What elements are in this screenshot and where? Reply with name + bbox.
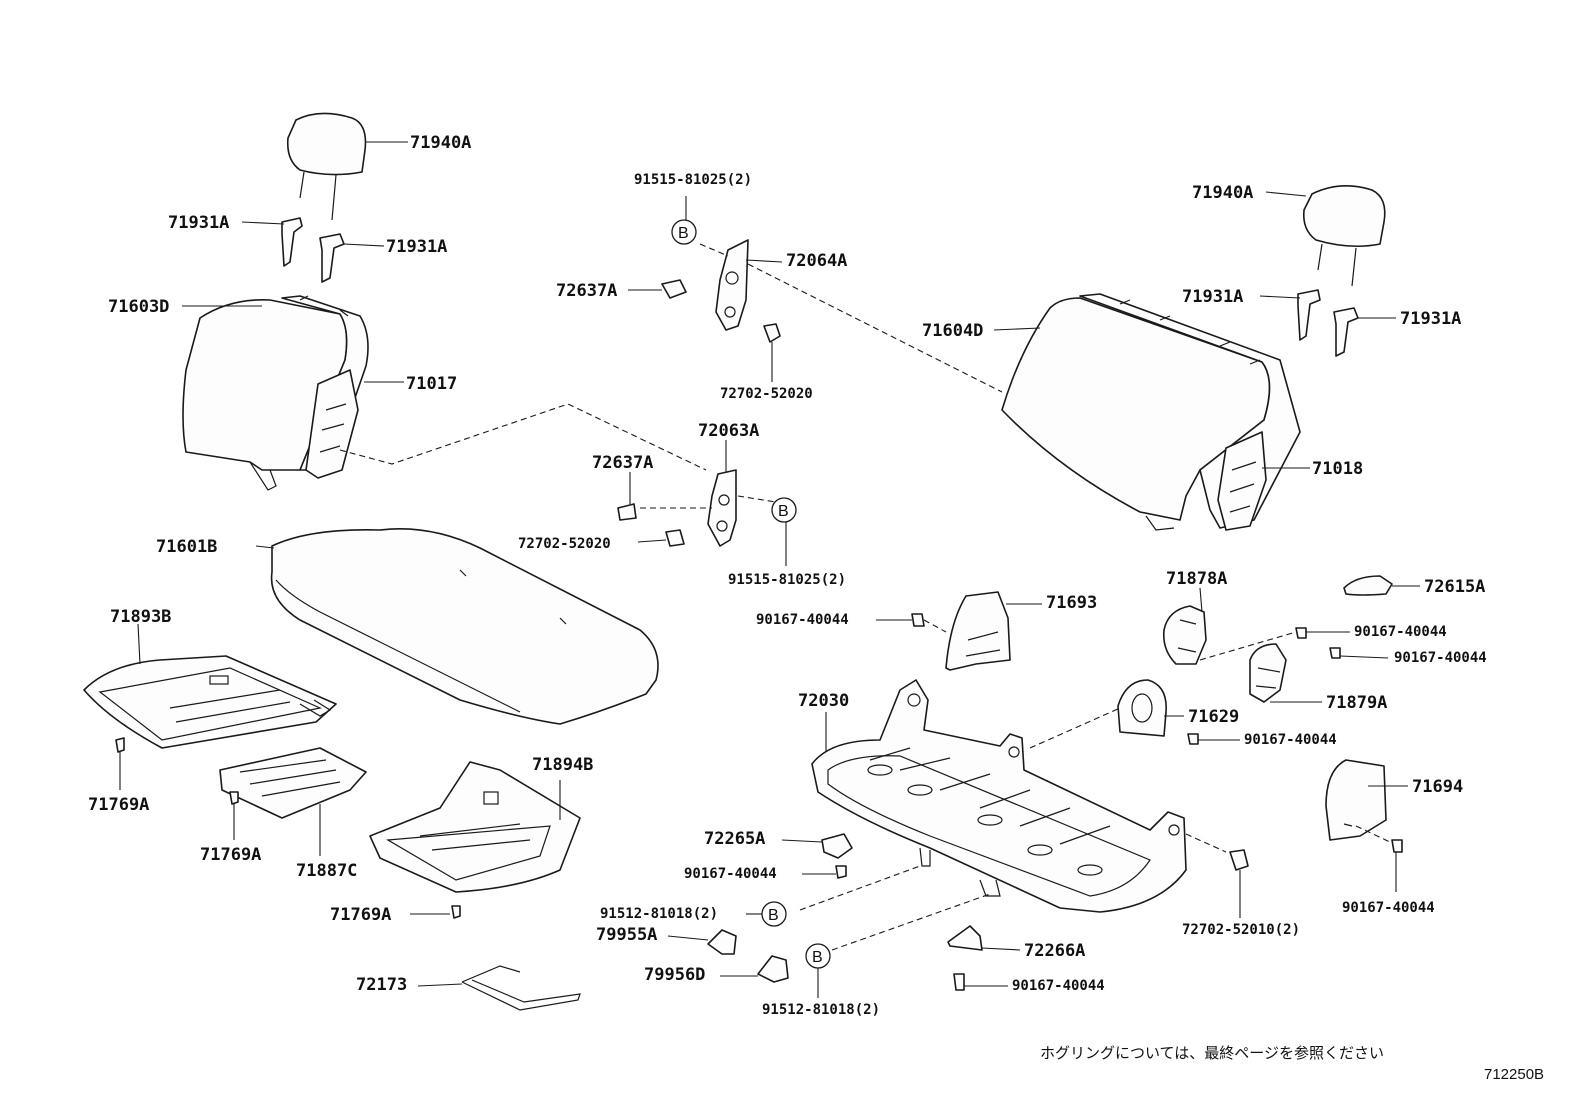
label-90167-f: 90167-40044 (1244, 732, 1337, 748)
seat-cushion (270, 528, 659, 725)
screw-d (1295, 627, 1307, 639)
label-72173: 72173 (356, 975, 407, 995)
knob-upper (661, 279, 687, 299)
label-90167-a: 90167-40044 (756, 612, 849, 628)
label-90167-c: 90167-40044 (1012, 978, 1105, 994)
bracket-72266a (947, 925, 983, 951)
label-72637a-1: 72637A (556, 281, 617, 301)
label-71018: 71018 (1312, 459, 1363, 479)
label-71894b: 71894B (532, 755, 593, 775)
marker-b-4: B (805, 943, 831, 969)
headrest-guide-right-1 (1297, 289, 1321, 341)
label-72030: 72030 (798, 691, 849, 711)
marker-b-3-label: B (768, 907, 779, 924)
label-71940a-left: 71940A (410, 133, 471, 153)
headrest-guide-left-1 (281, 217, 303, 267)
marker-b-1-label: B (678, 225, 689, 242)
label-71694: 71694 (1412, 777, 1463, 797)
marker-b-1: B (671, 219, 697, 245)
clip-1 (115, 737, 125, 753)
headrest-guide-right-2 (1333, 307, 1359, 357)
label-71629: 71629 (1188, 707, 1239, 727)
screw-a (911, 613, 925, 627)
label-91515-top: 91515-81025(2) (634, 172, 752, 188)
cushion-pad-rear (369, 761, 581, 893)
label-79956d: 79956D (644, 965, 705, 985)
label-71878a: 71878A (1166, 569, 1227, 589)
label-71601b: 71601B (156, 537, 217, 557)
marker-b-2-label: B (778, 503, 789, 520)
cushion-wire (461, 965, 581, 1011)
label-72063a: 72063A (698, 421, 759, 441)
cover-79956d (757, 955, 789, 983)
bolt-72702-52010 (1229, 849, 1249, 871)
label-90167-g: 90167-40044 (1342, 900, 1435, 916)
label-71603d: 71603D (108, 297, 169, 317)
seatback-left (182, 295, 369, 491)
label-90167-d: 90167-40044 (1354, 624, 1447, 640)
bushing-71629 (1117, 679, 1167, 737)
label-72265a: 72265A (704, 829, 765, 849)
hinge-bracket-lower (707, 469, 737, 547)
label-91512-1: 91512-81018(2) (600, 906, 718, 922)
label-72702-52020-1: 72702-52020 (720, 386, 813, 402)
cover-71693 (945, 591, 1011, 671)
label-71931a-right-1: 71931A (1182, 287, 1243, 307)
label-71940a-right: 71940A (1192, 183, 1253, 203)
marker-b-4-label: B (812, 949, 823, 966)
label-71769a-1: 71769A (88, 795, 149, 815)
label-71879a: 71879A (1326, 693, 1387, 713)
hinge-cover-71879a (1249, 643, 1287, 703)
label-79955a: 79955A (596, 925, 657, 945)
label-72702-52020-2: 72702-52020 (518, 536, 611, 552)
label-72615a: 72615A (1424, 577, 1485, 597)
label-71893b: 71893B (110, 607, 171, 627)
bracket-72265a (821, 833, 853, 859)
footer-note: ホグリングについては、最終ページを参照ください (1040, 1044, 1384, 1062)
label-71931a-right-2: 71931A (1400, 309, 1461, 329)
label-72266a: 72266A (1024, 941, 1085, 961)
cushion-pad-front (83, 655, 337, 749)
diagram-code: 712250B (1484, 1066, 1545, 1083)
label-91515-bottom: 91515-81025(2) (728, 572, 846, 588)
knob-lower (617, 503, 637, 521)
label-72702-52010: 72702-52010(2) (1182, 922, 1300, 938)
label-91512-2: 91512-81018(2) (762, 1002, 880, 1018)
clip-3 (451, 905, 461, 919)
cushion-pad-mid (219, 747, 367, 819)
label-71769a-3: 71769A (330, 905, 391, 925)
seat-frame (811, 679, 1187, 913)
seatback-right (1001, 293, 1301, 531)
screw-c (953, 973, 965, 991)
label-71693: 71693 (1046, 593, 1097, 613)
headrest-guide-left-2 (319, 233, 345, 283)
label-90167-e: 90167-40044 (1394, 650, 1487, 666)
label-71769a-2: 71769A (200, 845, 261, 865)
label-71604d: 71604D (922, 321, 983, 341)
screw-b (835, 865, 847, 879)
label-72637a-2: 72637A (592, 453, 653, 473)
marker-b-3: B (761, 901, 787, 927)
label-72064a: 72064A (786, 251, 847, 271)
hinge-bracket-upper (715, 239, 749, 331)
cap-72615a (1343, 575, 1393, 596)
screw-e (1329, 647, 1341, 659)
clip-2 (229, 791, 239, 805)
headrest-right (1302, 185, 1386, 287)
cover-71694 (1325, 759, 1387, 841)
bolt-lower (665, 529, 685, 547)
label-71017: 71017 (406, 374, 457, 394)
label-71931a-left-2: 71931A (386, 237, 447, 257)
marker-b-2: B (771, 497, 797, 523)
bolt-upper (763, 323, 781, 343)
label-71931a-left-1: 71931A (168, 213, 229, 233)
screw-g (1391, 839, 1403, 853)
label-90167-b: 90167-40044 (684, 866, 777, 882)
headrest-left (286, 112, 367, 221)
hinge-cover-71878a (1162, 605, 1207, 665)
screw-f (1187, 733, 1199, 745)
label-71887c: 71887C (296, 861, 357, 881)
cover-79955a (707, 929, 737, 955)
